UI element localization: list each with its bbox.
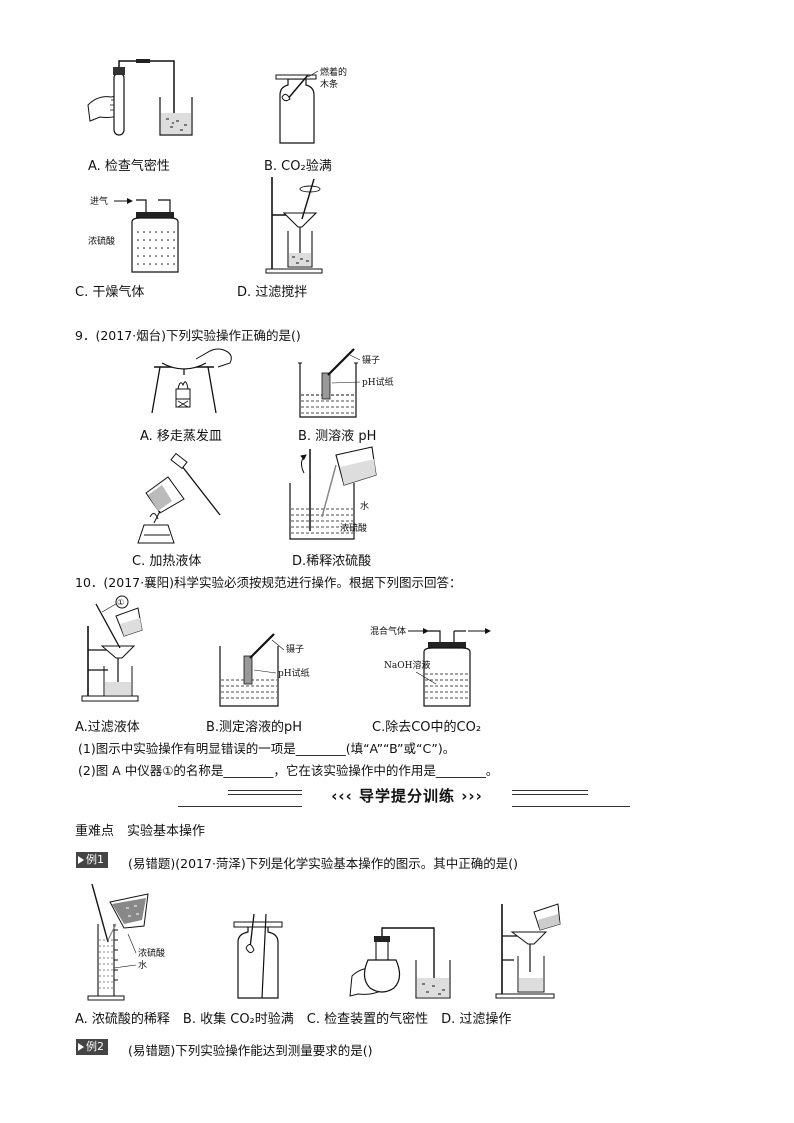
figure-8c-drying-gas: 进气 浓硫酸 [88,195,179,273]
label-mixed-gas: 混合气体 [370,625,406,637]
q8-option-b: B. CO₂验满 [264,159,332,174]
figure-10a-filtration: ① [81,595,143,702]
q9-option-c: C. 加热液体 [132,554,202,569]
figure-8b-co2-test: 燃着的 木条 [275,66,347,144]
label-burning-stick-1: 燃着的 [320,66,347,78]
label-water: 水 [360,500,369,512]
label-circle-1: ① [117,598,124,607]
figure-10c-gas-wash: 混合气体 NaOH溶液 [370,625,491,707]
figure-ex1a-dilution: 浓硫酸 水 [87,883,165,1001]
q10-stem: 10．(2017·襄阳)科学实验必须按规范进行操作。根据下列图示回答： [75,575,462,590]
figure-ex1c-airtightness [349,927,451,999]
q10-option-a: A.过滤液体 [75,720,140,735]
play-icon [78,1043,84,1051]
figure-9a-evaporating-dish [151,348,232,414]
example-1-stem: (易错题)(2017·菏泽)下列是化学实验基本操作的图示。其中正确的是() [128,856,519,871]
q8-option-d: D. 过滤搅拌 [237,285,308,300]
q10-option-c: C.除去CO中的CO₂ [372,720,482,735]
q9-option-a: A. 移走蒸发皿 [140,429,222,444]
example-1-tag: 例1 [76,852,108,868]
label-ex1-water: 水 [138,959,147,971]
q10-option-b: B.测定溶液的pH [206,720,303,735]
figure-9c-heating-liquid [137,452,221,544]
example-2-stem: (易错题)下列实验操作能达到测量要求的是() [128,1043,373,1058]
label-tweezers-10: 镊子 [286,643,304,655]
section-heading: 重难点 实验基本操作 [75,824,206,839]
banner-title: ‹‹‹ 导学提分训练 ››› [302,785,512,807]
label-ex1-acid: 浓硫酸 [138,947,165,959]
figure-9d-dilute-acid: 水 浓硫酸 [289,446,377,540]
label-tweezers: 镊子 [362,354,380,366]
play-icon [78,856,84,864]
q8-option-c: C. 干燥气体 [75,285,145,300]
figure-ex1d-filtration [495,903,561,999]
figure-ex1b-co2-full [233,913,283,999]
q9-option-b: B. 测溶液 pH [298,429,377,444]
label-ph-paper: pH试纸 [362,376,394,388]
q8-option-a: A. 检查气密性 [88,159,170,174]
section-banner: ‹‹‹ 导学提分训练 ››› [178,785,630,809]
figure-9b-ph-test: 镊子 pH试纸 [298,348,394,418]
label-naoh: NaOH溶液 [384,659,430,671]
figure-8d-filter-stir [265,177,323,274]
label-conc-acid: 浓硫酸 [340,522,367,534]
figure-8a-airtightness [87,59,193,136]
q10-sub2: (2)图 A 中仪器①的名称是________，它在该实验操作中的作用是____… [78,763,499,778]
q9-stem: 9．(2017·烟台)下列实验操作正确的是() [75,328,301,343]
label-conc-sulfuric-acid: 浓硫酸 [88,235,115,247]
figure-10b-ph-test: 镊子 pH试纸 [219,633,310,707]
label-burning-stick-2: 木条 [320,78,338,90]
q9-option-d: D.稀释浓硫酸 [292,554,372,569]
q10-sub1: (1)图示中实验操作有明显错误的一项是________(填“A”“B”或“C”)… [78,741,456,756]
example-1-options: A. 浓硫酸的稀释 B. 收集 CO₂时验满 C. 检查装置的气密性 D. 过滤… [75,1012,512,1027]
label-inlet-gas: 进气 [90,195,108,207]
example-2-tag: 例2 [76,1039,108,1055]
label-ph-paper-10: pH试纸 [278,667,310,679]
